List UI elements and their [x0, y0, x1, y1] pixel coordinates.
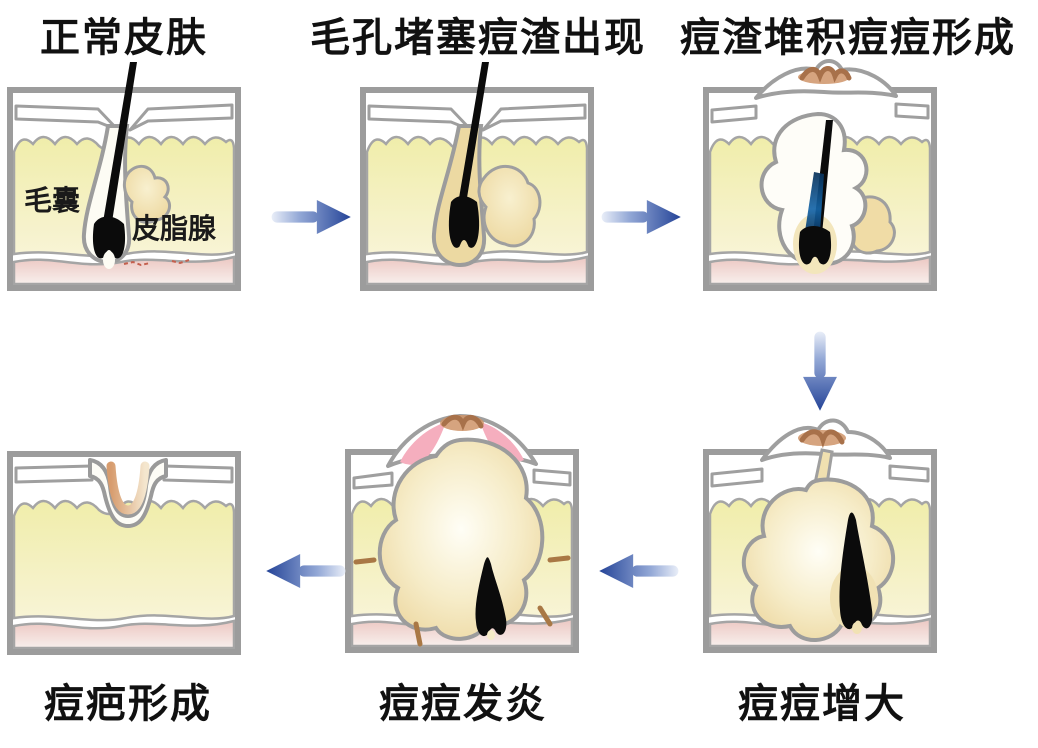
- irritation-dashes: [353, 555, 571, 647]
- panel-scar-formed: [6, 424, 242, 660]
- arrow-right-icon: [600, 194, 684, 240]
- panel-pore-clogged: [359, 60, 595, 296]
- enlarged-sebaceous-gland: [477, 164, 542, 248]
- sebaceous-gland-label: 皮脂腺: [132, 213, 217, 244]
- arrow-down-icon: [797, 330, 843, 414]
- stage-title-normal-skin: 正常皮肤: [40, 16, 208, 60]
- stage-title-comedone-formed: 痘渣堆积痘痘形成: [680, 16, 1016, 60]
- comedone-streaks: [441, 414, 484, 431]
- panel-pimple-enlarged: [702, 418, 938, 658]
- scar-tissue: [106, 461, 150, 515]
- hair-strand: [92, 62, 137, 269]
- inflammation-left: [400, 422, 446, 465]
- trapped-hair: [839, 512, 873, 634]
- arrow-left-icon: [263, 548, 347, 594]
- comedone-streaks: [799, 429, 845, 449]
- hair-remnant: [475, 557, 507, 640]
- arrow-left-icon: [596, 548, 680, 594]
- capillary-speckles: [123, 259, 190, 267]
- comedone-streaks: [799, 66, 852, 83]
- hair-follicle-label: 毛囊: [24, 185, 80, 216]
- stage-title-pimple-inflamed: 痘痘发炎: [379, 682, 547, 726]
- pus-filled-pimple: [377, 437, 545, 641]
- stratum-corneum-band: [352, 468, 572, 490]
- stage-title-scar-formed: 痘疤形成: [44, 682, 212, 726]
- inflammation-right: [480, 422, 524, 463]
- panel-pimple-inflamed: [344, 414, 580, 658]
- stratum-corneum-band: [710, 102, 930, 124]
- sebaceous-gland: [123, 164, 172, 224]
- stage-title-pore-clogged: 毛孔堵塞痘渣出现: [310, 16, 646, 60]
- panel-comedone-formed: [702, 59, 938, 296]
- scar-crater: [88, 458, 168, 528]
- stratum-corneum-band: [710, 464, 930, 488]
- trapped-hair: [798, 120, 833, 273]
- arrow-right-icon: [270, 194, 354, 240]
- stage-title-pimple-enlarged: 痘痘增大: [738, 682, 906, 726]
- hair-strand: [448, 62, 489, 258]
- panel-normal-skin: 毛囊 皮脂腺: [6, 60, 242, 296]
